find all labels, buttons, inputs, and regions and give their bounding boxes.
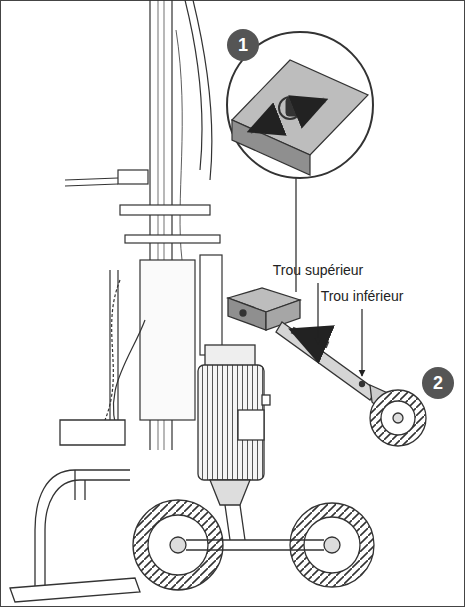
detail-magnifier xyxy=(227,32,373,292)
callout-number: 2 xyxy=(423,374,453,392)
hole-label: Trou supérieur xyxy=(273,262,364,278)
wheel-bracket xyxy=(228,288,300,330)
hole-pointer xyxy=(317,283,318,344)
hole-label: Trou inférieur xyxy=(321,288,404,304)
insert-arrow xyxy=(292,330,328,345)
transport-wheels xyxy=(133,500,374,590)
handle-frame xyxy=(10,420,140,602)
callout-disc xyxy=(227,29,259,61)
wheel-arm xyxy=(276,322,426,446)
callout-number: 1 xyxy=(228,36,258,54)
electric-motor xyxy=(198,345,270,505)
hole-pointer xyxy=(361,309,362,376)
callout-disc xyxy=(422,367,454,399)
